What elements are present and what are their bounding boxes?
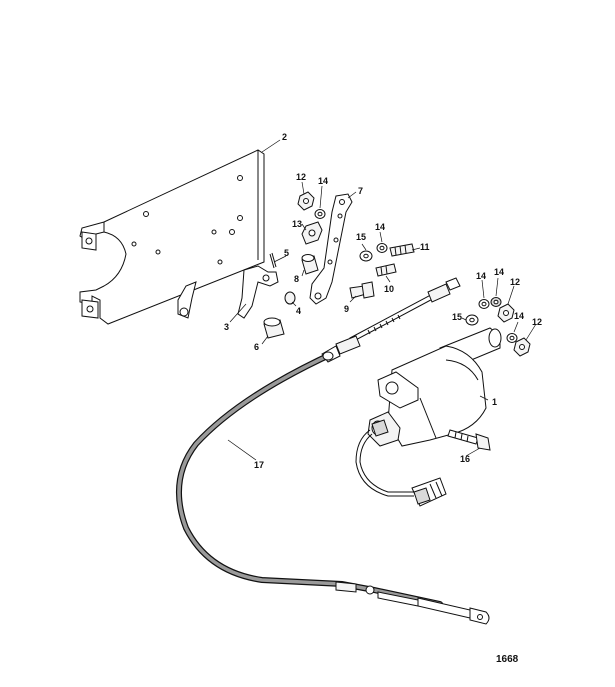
callout-15-mid: 15 (356, 232, 366, 242)
link-plate (309, 193, 353, 305)
washer-14-right-c (506, 333, 518, 343)
callout-5: 5 (284, 248, 289, 258)
bushing-large (301, 254, 319, 275)
callout-11: 11 (420, 242, 430, 252)
callout-14-right-c: 14 (514, 311, 524, 321)
callout-15-right: 15 (452, 312, 462, 322)
spacer (263, 317, 285, 339)
bolt-9 (349, 281, 375, 299)
washer-14-mid (376, 243, 388, 253)
callout-6: 6 (254, 342, 259, 352)
callout-14-right-a: 14 (476, 271, 486, 281)
washer-14-right-b (490, 297, 502, 307)
mounting-plate (79, 149, 265, 325)
washer-14-right-a (478, 299, 490, 309)
callout-13: 13 (292, 219, 302, 229)
callout-1: 1 (492, 397, 497, 407)
callout-12-top: 12 (296, 172, 306, 182)
callout-10: 10 (384, 284, 394, 294)
callout-7: 7 (358, 186, 363, 196)
callout-3: 3 (224, 322, 229, 332)
callout-14-right-b: 14 (494, 267, 504, 277)
callout-17: 17 (254, 460, 264, 470)
lever-bracket (237, 265, 279, 319)
nut-12-right-b (513, 337, 531, 357)
washer-15-mid (359, 250, 373, 262)
callout-12-right-a: 12 (510, 277, 520, 287)
cotter-pin (269, 252, 277, 269)
stud-10 (375, 263, 397, 277)
callout-12-right-b: 12 (532, 317, 542, 327)
callout-4: 4 (296, 306, 301, 316)
callout-labels: 1 2 3 4 5 6 7 8 9 10 11 12 12 12 13 14 1… (224, 132, 542, 470)
callout-2: 2 (282, 132, 287, 142)
nut-13 (301, 221, 323, 245)
leader-lines (227, 139, 537, 461)
push-pull-cable (175, 335, 490, 625)
electric-actuator (367, 327, 502, 447)
wire-harness (355, 429, 447, 507)
callout-8: 8 (294, 274, 299, 284)
washer-14-top (314, 209, 326, 219)
stud-11 (389, 243, 415, 257)
washer-15-right (465, 314, 479, 326)
bushing-small (284, 291, 296, 305)
bolt-16 (447, 429, 491, 451)
callout-16: 16 (460, 454, 470, 464)
callout-9: 9 (344, 304, 349, 314)
callout-14-top: 14 (318, 176, 328, 186)
nut-12-right-a (497, 303, 515, 323)
callout-14-mid: 14 (375, 222, 385, 232)
figure-number: 1668 (496, 654, 519, 665)
linkage-rod (349, 277, 461, 343)
nut-12-top (297, 191, 315, 211)
